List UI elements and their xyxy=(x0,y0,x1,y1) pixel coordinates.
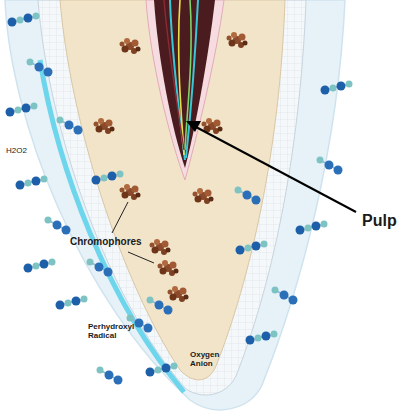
molecule-label: Perhydroxyl Radical xyxy=(88,322,146,340)
leader-line xyxy=(128,252,154,263)
arrow-head xyxy=(186,121,201,132)
part-label: Chromophores xyxy=(70,236,150,248)
leader-line xyxy=(112,202,128,233)
formula-label: H2O2 xyxy=(6,146,56,155)
part-label: Pulp xyxy=(362,212,416,230)
pointer-arrow xyxy=(196,127,356,212)
molecule-label: Oxygen Anion xyxy=(190,350,234,368)
